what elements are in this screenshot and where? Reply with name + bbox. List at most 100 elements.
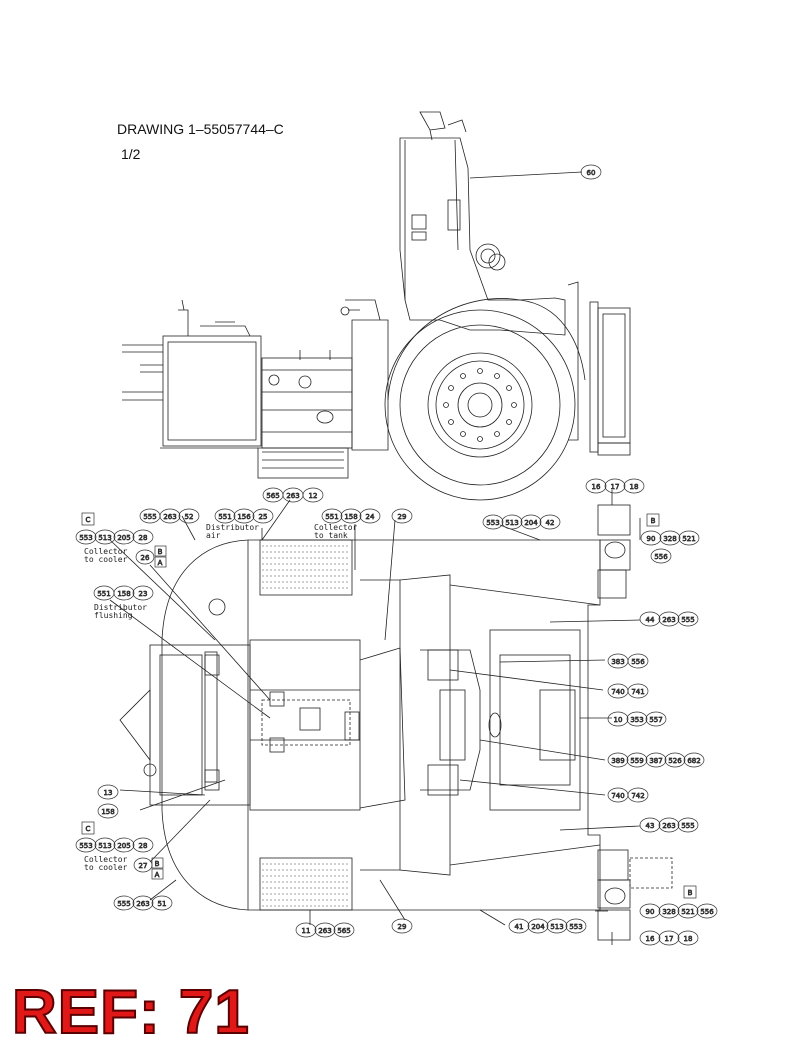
svg-text:51: 51 [158, 900, 167, 908]
grille-dots-bottom [262, 863, 350, 907]
svg-text:12: 12 [309, 492, 318, 500]
balloon-group-11-263-565: 11 263 565 [295, 922, 355, 938]
svg-text:158: 158 [101, 808, 114, 816]
svg-text:328: 328 [663, 535, 676, 543]
svg-text:553: 553 [79, 842, 92, 850]
svg-text:25: 25 [259, 513, 268, 521]
svg-text:18: 18 [630, 483, 639, 491]
svg-text:553: 553 [486, 519, 499, 527]
balloon-group-41-204-513-553: 41 204 513 553 [508, 918, 587, 934]
balloon-27: 27 [133, 857, 153, 873]
balloon-158: 158 [97, 803, 119, 819]
svg-text:43: 43 [646, 822, 655, 830]
svg-text:553: 553 [569, 923, 582, 931]
svg-text:551: 551 [97, 590, 110, 598]
balloon-group-16-17-18-bottom: 16 17 18 [639, 930, 699, 946]
svg-text:A: A [155, 871, 160, 879]
balloon-13: 13 [97, 784, 119, 800]
svg-text:263: 263 [286, 492, 299, 500]
svg-text:204: 204 [524, 519, 538, 527]
svg-text:551: 551 [325, 513, 338, 521]
svg-text:557: 557 [649, 716, 662, 724]
svg-text:18: 18 [684, 935, 693, 943]
svg-text:B: B [155, 860, 160, 868]
balloon-29-bottom: 29 [391, 918, 413, 934]
svg-text:553: 553 [79, 534, 92, 542]
svg-text:740: 740 [611, 792, 624, 800]
svg-text:682: 682 [687, 757, 700, 765]
svg-text:10: 10 [614, 716, 623, 724]
balloon-group-551-158-23: 551 158 23 [93, 585, 154, 601]
grille-dots-top [262, 545, 350, 589]
svg-text:28: 28 [139, 842, 148, 850]
svg-text:513: 513 [505, 519, 518, 527]
balloon-group-565-263-12: 565 263 12 [262, 487, 324, 503]
svg-text:B: B [651, 517, 656, 525]
svg-text:559: 559 [630, 757, 643, 765]
svg-text:387: 387 [649, 757, 662, 765]
svg-text:42: 42 [546, 519, 555, 527]
svg-text:263: 263 [662, 822, 675, 830]
svg-text:263: 263 [662, 616, 675, 624]
svg-text:565: 565 [266, 492, 279, 500]
drawing-number: DRAWING 1–55057744–C [117, 121, 284, 137]
balloon-group-90-328-521-bottom: 90 328 521 [639, 903, 699, 919]
svg-text:C: C [86, 516, 91, 524]
balloon-29-top: 29 [391, 508, 413, 524]
svg-text:204: 204 [531, 923, 545, 931]
svg-text:741: 741 [631, 688, 644, 696]
balloon-group-553-513-205-28-bottom: 553 513 205 28 [75, 837, 154, 853]
svg-text:263: 263 [318, 927, 331, 935]
svg-text:328: 328 [662, 908, 675, 916]
svg-text:205: 205 [117, 534, 130, 542]
svg-text:60: 60 [587, 169, 596, 177]
svg-text:52: 52 [185, 513, 194, 521]
svg-text:556: 556 [654, 553, 668, 561]
svg-text:742: 742 [631, 792, 644, 800]
plan-view [109, 171, 673, 945]
svg-text:383: 383 [611, 658, 624, 666]
balloon-group-90-328-521-top: 90 328 521 [640, 530, 700, 546]
svg-text:740: 740 [611, 688, 624, 696]
balloon-556-top: 556 [650, 548, 672, 564]
svg-text:551: 551 [218, 513, 231, 521]
svg-text:513: 513 [98, 534, 111, 542]
balloon-group-551-158-24: 551 158 24 [321, 508, 381, 524]
part-balloons: 60 565 263 12 555 263 52 551 156 25 551 … [75, 164, 718, 946]
balloon-group-740-741: 740 741 [607, 683, 649, 699]
svg-text:556: 556 [700, 908, 714, 916]
balloon-group-383-556: 383 556 [607, 653, 649, 669]
svg-text:263: 263 [136, 900, 149, 908]
svg-text:C: C [86, 825, 91, 833]
svg-text:26: 26 [141, 554, 150, 562]
svg-text:263: 263 [163, 513, 176, 521]
svg-text:29: 29 [398, 513, 407, 521]
reference-label: REF: 71 [11, 978, 250, 1047]
svg-text:28: 28 [139, 534, 148, 542]
balloon-group-553-513-204-42: 553 513 204 42 [482, 514, 561, 530]
balloon-60: 60 [580, 164, 602, 180]
svg-text:90: 90 [646, 908, 655, 916]
svg-text:13: 13 [104, 789, 113, 797]
svg-text:16: 16 [592, 483, 601, 491]
sheet-number: 1/2 [121, 146, 141, 162]
svg-text:158: 158 [344, 513, 357, 521]
svg-text:565: 565 [337, 927, 350, 935]
balloon-group-740-742: 740 742 [607, 787, 649, 803]
svg-text:B: B [688, 889, 693, 897]
svg-text:353: 353 [630, 716, 643, 724]
svg-text:27: 27 [139, 862, 148, 870]
svg-text:526: 526 [668, 757, 682, 765]
svg-text:17: 17 [665, 935, 674, 943]
svg-text:389: 389 [611, 757, 624, 765]
balloon-group-43-263-555: 43 263 555 [639, 817, 699, 833]
svg-text:513: 513 [98, 842, 111, 850]
svg-text:555: 555 [681, 616, 694, 624]
